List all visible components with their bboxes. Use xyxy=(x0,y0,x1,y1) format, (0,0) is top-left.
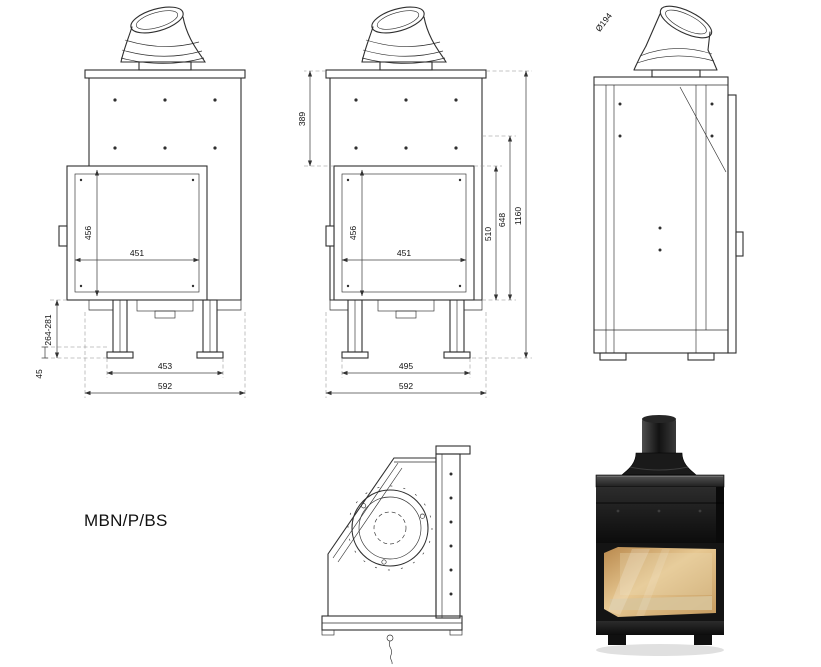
collar-rib xyxy=(629,466,689,471)
firebox-back-wall xyxy=(620,553,712,595)
base-frame xyxy=(88,299,242,359)
dimensions-front-right: 389 456 451 510 648 1160 495 xyxy=(297,70,532,398)
dim-label-flue-diameter: Ø194 xyxy=(593,11,614,34)
foot-rear xyxy=(687,352,715,361)
door-window xyxy=(58,165,208,301)
front-view-dimensioned: 389 456 451 510 648 1160 495 xyxy=(297,6,532,398)
glass-reflection-2 xyxy=(636,549,670,616)
product-render xyxy=(595,415,725,656)
top-flange xyxy=(435,445,471,455)
flue-pipe xyxy=(642,417,676,457)
dim-label-firebox-height: 648 xyxy=(497,213,507,227)
plan-view xyxy=(321,445,471,665)
firebox-floor xyxy=(610,596,712,610)
door-handle xyxy=(325,225,335,247)
foot-left xyxy=(608,635,626,645)
dim-label-window-width: 451 xyxy=(397,248,411,258)
rivet xyxy=(698,509,702,513)
ground-shadow xyxy=(596,644,724,656)
front-view-left: 456 451 264-281 45 453 592 xyxy=(35,6,246,398)
dim-label-base-width: 495 xyxy=(399,361,413,371)
dim-label-overall-width: 592 xyxy=(158,381,172,391)
door-window xyxy=(325,165,475,301)
rivet xyxy=(657,509,661,513)
flue-pipe-top xyxy=(642,415,676,423)
dim-label-plinth-range: 264-281 xyxy=(43,314,53,345)
side-frame-post xyxy=(727,94,737,354)
dim-label-window-height: 456 xyxy=(83,226,93,240)
foot-front xyxy=(599,352,627,361)
dim-label-door-height: 510 xyxy=(483,227,493,241)
glass-reflection xyxy=(608,549,650,615)
dim-label-base-width: 453 xyxy=(158,361,172,371)
flue-collar xyxy=(621,452,697,476)
dim-label-window-height: 456 xyxy=(348,226,358,240)
flue-elbow-angled xyxy=(633,5,718,78)
door-handle xyxy=(58,225,68,247)
stove-body-side xyxy=(593,76,744,361)
dim-label-overall-width: 592 xyxy=(399,381,413,391)
side-channel xyxy=(435,453,461,619)
rivet xyxy=(616,509,620,513)
dim-label-foot-height: 45 xyxy=(35,369,44,379)
upper-body xyxy=(596,487,724,543)
door-handle-side xyxy=(735,231,744,257)
plan-base-bar xyxy=(321,615,463,665)
flue-collar-plan xyxy=(347,485,433,571)
collar-teeth xyxy=(347,485,433,571)
corner-glass-line xyxy=(332,462,399,559)
base-frame xyxy=(329,299,483,359)
plan-body xyxy=(327,445,471,619)
foot-right xyxy=(694,635,712,645)
model-label: MBN/P/BS xyxy=(84,511,168,530)
chain-hook xyxy=(388,640,393,665)
flue-elbow xyxy=(361,6,448,71)
brace-line xyxy=(679,86,727,173)
dim-label-top-section: 389 xyxy=(297,112,307,126)
plinth xyxy=(596,621,724,635)
flue-elbow xyxy=(120,6,207,71)
dim-label-window-width: 451 xyxy=(130,248,144,258)
chain-ring xyxy=(386,634,394,642)
dimensions-front-left: 456 451 264-281 45 453 592 xyxy=(35,169,246,398)
dim-label-overall-height: 1160 xyxy=(513,207,523,226)
side-view: Ø194 xyxy=(593,5,744,361)
